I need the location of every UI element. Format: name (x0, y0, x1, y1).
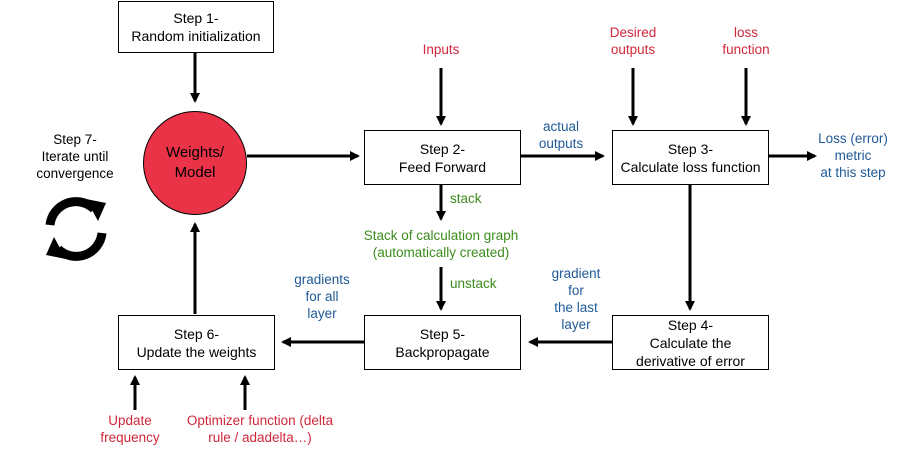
step1-title: Step 1- (173, 10, 219, 26)
step5-text: Backpropagate (395, 343, 490, 360)
step5-box: Step 5- Backpropagate (364, 315, 521, 370)
loss-function-line1: loss (733, 25, 758, 40)
actual-outputs-line2: outputs (538, 136, 584, 151)
loss-metric-line3: at this step (820, 165, 886, 180)
update-frequency-label: Update frequency (90, 412, 170, 446)
gradient-last-line3: the last (554, 300, 598, 315)
desired-outputs-line1: Desired (609, 25, 657, 40)
step4-title: Step 4- (667, 316, 714, 333)
gradient-last-label: gradient for the last layer (540, 265, 612, 333)
model-line2: Model (174, 164, 216, 181)
stack-label: stack (450, 191, 482, 206)
gradients-all-label: gradients for all layer (284, 271, 360, 322)
step6-title: Step 6- (173, 325, 220, 342)
step2-box: Step 2- Feed Forward (364, 130, 521, 185)
step7-label: Step 7- Iterate until convergence (20, 131, 130, 182)
weights-model-node: Weights/ Model (143, 111, 247, 215)
step4-text2: derivative of error (636, 352, 745, 369)
step4-box: Step 4- Calculate the derivative of erro… (612, 315, 769, 370)
optimizer-line1: Optimizer function (delta (186, 413, 334, 428)
update-frequency-line1: Update (108, 413, 152, 428)
actual-outputs-label: actual outputs (523, 118, 599, 152)
loss-metric-line1: Loss (error) (818, 131, 888, 146)
step2-title: Step 2- (419, 140, 466, 157)
model-line1: Weights/ (165, 144, 225, 161)
loss-metric-line2: metric (834, 148, 872, 163)
step3-title: Step 3- (667, 140, 714, 157)
loss-metric-label: Loss (error) metric at this step (808, 130, 898, 181)
step7-text2: convergence (36, 166, 114, 181)
update-frequency-line2: frequency (100, 430, 160, 445)
gradients-all-line3: layer (307, 306, 337, 321)
stack-graph-line2: (automatically created) (372, 245, 510, 260)
step1-text: Random initialization (131, 28, 261, 44)
actual-outputs-line1: actual (542, 119, 580, 134)
step1-box: Step 1- Random initialization (118, 1, 274, 53)
loss-function-line2: function (722, 42, 770, 57)
step7-text1: Iterate until (41, 149, 109, 164)
desired-outputs-label: Desired outputs (593, 24, 673, 58)
stack-graph-label: Stack of calculation graph (automaticall… (342, 227, 540, 261)
gradient-last-line1: gradient (551, 266, 601, 281)
step4-text1: Calculate the (649, 334, 732, 351)
gradient-last-line2: for (568, 283, 584, 298)
unstack-label: unstack (450, 276, 497, 291)
step7-title: Step 7- (53, 132, 97, 147)
gradients-all-line1: gradients (294, 272, 350, 287)
desired-outputs-line2: outputs (610, 42, 656, 57)
cycle-arrows-icon (45, 197, 107, 261)
loss-function-label: loss function (706, 24, 786, 58)
inputs-label: Inputs (422, 42, 460, 57)
optimizer-label: Optimizer function (delta rule / adadelt… (175, 412, 345, 446)
step3-box: Step 3- Calculate loss function (612, 130, 769, 185)
step2-text: Feed Forward (398, 158, 487, 175)
step6-box: Step 6- Update the weights (118, 315, 275, 370)
step3-text: Calculate loss function (620, 158, 761, 175)
stack-graph-line1: Stack of calculation graph (363, 228, 519, 243)
optimizer-line2: rule / adadelta…) (208, 430, 312, 445)
gradients-all-line2: for all (305, 289, 339, 304)
step5-title: Step 5- (419, 325, 466, 342)
step6-text: Update the weights (136, 343, 257, 360)
gradient-last-line4: layer (561, 317, 591, 332)
